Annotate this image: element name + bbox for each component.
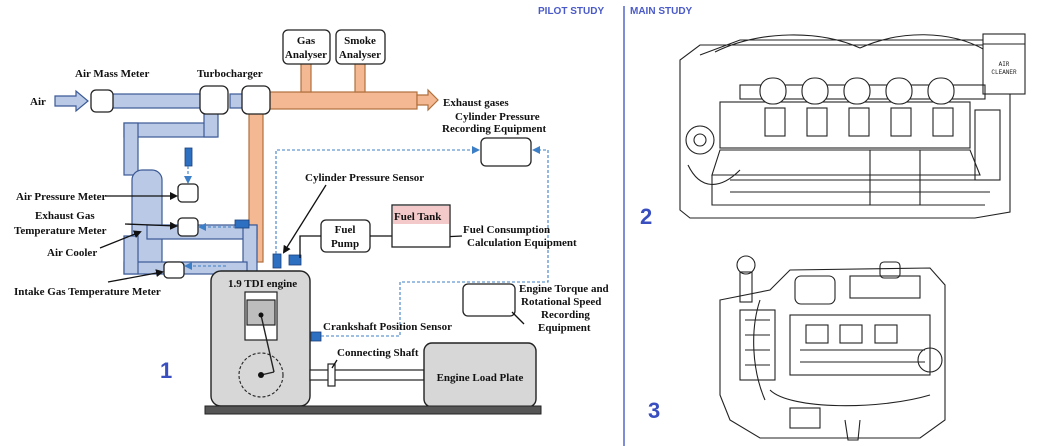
air-cleaner-label-1: AIR (999, 61, 1010, 68)
main-study-engine-3: 3 (648, 255, 946, 441)
turbocharger-label: Turbocharger (197, 68, 263, 80)
engine-crank-center (258, 372, 264, 378)
turbocharger-box-2 (241, 85, 271, 115)
exhaust-temp-label-1: Exhaust Gas (35, 210, 95, 222)
pointer-torque-link (511, 311, 525, 325)
smoke-analyser-box (335, 29, 386, 65)
exhaust-branch-smoke (354, 61, 366, 93)
pointer-cyl-sensor (282, 184, 327, 254)
air-pressure-meter-label: Air Pressure Meter (16, 191, 107, 203)
exhaust-gases-label: Exhaust gases (443, 97, 509, 109)
pilot-study-header: PILOT STUDY (538, 6, 604, 17)
engine-end-view-icon (719, 255, 946, 441)
exhaust-outlet-arrow (416, 88, 439, 112)
air-cleaner-label-2: CLEANER (991, 69, 1017, 76)
cyl-pressure-rec-label-2: Recording Equipment (442, 123, 547, 135)
main-study-header: MAIN STUDY (630, 6, 693, 17)
crankshaft-sensor-label: Crankshaft Position Sensor (323, 321, 452, 333)
pilot-study-schematic: Gas Analyser Smoke Analyser Air Mass Met… (14, 29, 609, 415)
fuel-tank-fill (393, 206, 449, 224)
air-label: Air (30, 96, 46, 108)
main-study-engine-2: AIR CLEANER 2 (640, 33, 1026, 229)
torque-label-3: Recording (541, 309, 590, 321)
air-duct-left-down (123, 122, 139, 176)
load-plate-label: Engine Load Plate (437, 372, 524, 384)
engine-pin (258, 312, 264, 318)
exhaust-pipe-horizontal (262, 91, 418, 110)
fuel-pump-label-2: Pump (331, 238, 359, 250)
shaft-coupling (327, 363, 336, 387)
sensor-block-right (234, 219, 250, 229)
gas-analyser-label-1: Gas (297, 35, 316, 47)
cyl-pressure-rec-box (480, 137, 532, 167)
connecting-shaft-label: Connecting Shaft (337, 347, 419, 359)
torque-label-4: Equipment (538, 322, 591, 334)
sensor-block-engine-1 (272, 253, 282, 269)
turbocharger-box-1 (199, 85, 229, 115)
fuel-consumption-label-2: Calculation Equipment (467, 237, 577, 249)
sensor-block-crank (310, 331, 322, 342)
panel-number-2: 2 (640, 204, 652, 229)
air-inlet-arrow (54, 89, 89, 113)
signal-line-crank (321, 146, 549, 337)
fuel-line (299, 235, 321, 258)
engine-conrod (260, 314, 275, 373)
smoke-analyser-label-2: Analyser (339, 49, 381, 61)
fuel-tank-label: Fuel Tank (394, 211, 442, 223)
exhaust-temp-meter-box (177, 217, 199, 237)
cyl-pressure-rec-label-1: Cylinder Pressure (455, 111, 540, 123)
fuel-consumption-label-1: Fuel Consumption (463, 224, 550, 236)
pointer-intake-temp (107, 269, 164, 283)
air-mass-meter-label: Air Mass Meter (75, 68, 149, 80)
shaft-pointer (331, 359, 338, 369)
air-pressure-meter-box (177, 183, 199, 203)
gas-analyser-box (282, 29, 331, 65)
torque-rec-box (462, 283, 516, 317)
engine-crank-circle (238, 352, 284, 398)
panel-number-1: 1 (160, 358, 172, 383)
torque-label-2: Rotational Speed (521, 296, 601, 308)
pointer-air-cooler (99, 230, 142, 249)
smoke-analyser-label-1: Smoke (344, 35, 376, 47)
connecting-shaft (309, 369, 425, 381)
base-plate (204, 405, 542, 415)
fuel-pump-label-1: Fuel (335, 224, 356, 236)
pointer-exhaust-temp (124, 221, 178, 230)
sensor-block-top (184, 147, 193, 167)
air-mass-meter-box (90, 89, 114, 113)
intake-temp-label: Intake Gas Temperature Meter (14, 286, 161, 298)
intake-temp-meter-box (163, 261, 185, 279)
air-duct-top (103, 93, 203, 109)
torque-label-1: Engine Torque and (519, 283, 609, 295)
panel-number-3: 3 (648, 398, 660, 423)
air-cooler-label: Air Cooler (47, 247, 97, 259)
cylinder-pressure-sensor-label: Cylinder Pressure Sensor (305, 172, 424, 184)
v12-engine-side-icon (679, 33, 1026, 219)
exhaust-branch-gas (300, 61, 312, 93)
air-duct-left-lower (123, 235, 139, 275)
engine-label: 1.9 TDI engine (228, 278, 297, 290)
exhaust-temp-label-2: Temperature Meter (14, 225, 107, 237)
sensor-block-engine-2 (288, 254, 302, 266)
gas-analyser-label-2: Analyser (285, 49, 327, 61)
